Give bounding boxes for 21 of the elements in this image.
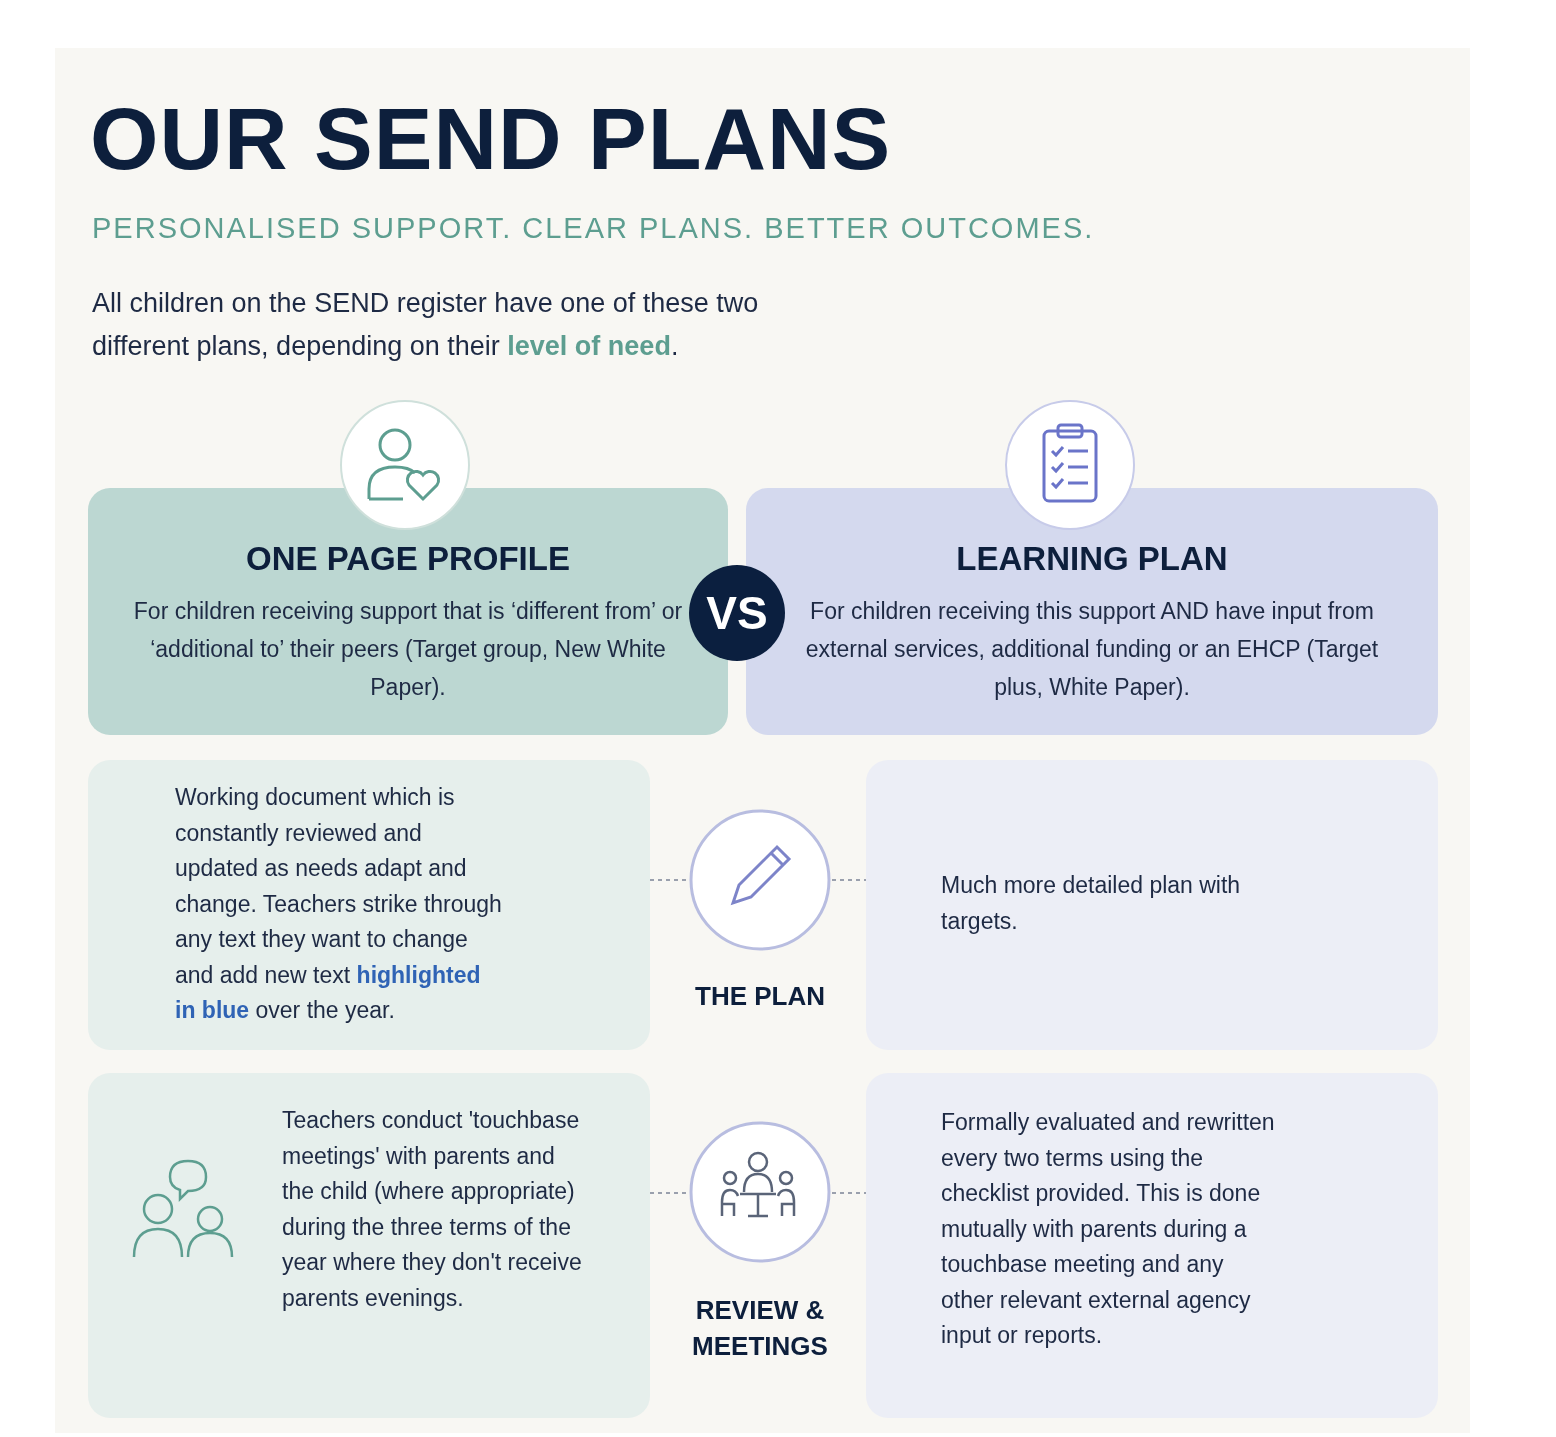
card-heading: LEARNING PLAN xyxy=(955,540,1229,578)
card-description: For children receiving support that is ‘different from’ or ‘additional to’ their peers (Target group, New White Paper). xyxy=(132,597,684,702)
dashed-connector xyxy=(649,879,689,881)
description-card xyxy=(88,1073,650,1418)
dashed-connector xyxy=(831,1192,867,1194)
description-text: Much more detailed plan with targets. xyxy=(941,871,1242,936)
subtitle: PERSONALISED SUPPORT. CLEAR PLANS. BETTER OUTCOMES. xyxy=(92,212,1095,245)
dashed-connector xyxy=(649,1192,689,1194)
dashed-connector xyxy=(831,879,867,881)
description-card xyxy=(866,1073,1438,1418)
card-heading: ONE PAGE PROFILE xyxy=(245,540,571,578)
intro-paragraph: All children on the SEND register have one of these two different plans, depending on their level of need. xyxy=(92,287,760,363)
section-label: REVIEW & MEETINGS xyxy=(691,1294,829,1363)
card-description: For children receiving this support AND have input from external services, additional funding or an EHCP (Target plus, White Paper). xyxy=(804,597,1380,702)
description-text: Formally evaluated and rewritten every two terms using the checklist provided. This is done mutually with parents during a touchbase meeting and any other relevant external agency input or reports. xyxy=(941,1108,1276,1350)
section-label: THE PLAN xyxy=(694,980,826,1013)
description-card xyxy=(88,760,650,1050)
description-text: Working document which is constantly reviewed and updated as needs adapt and change. Teachers strike through any text they want to change and add new text highlighted in blue over the year. xyxy=(175,783,503,1025)
description-text: Teachers conduct 'touchbase meetings' with parents and the child (where appropriate) during the three terms of the year where they don't receive parents evenings. xyxy=(282,1106,583,1313)
page-title: OUR SEND PLANS xyxy=(90,88,892,190)
description-card xyxy=(866,760,1438,1050)
